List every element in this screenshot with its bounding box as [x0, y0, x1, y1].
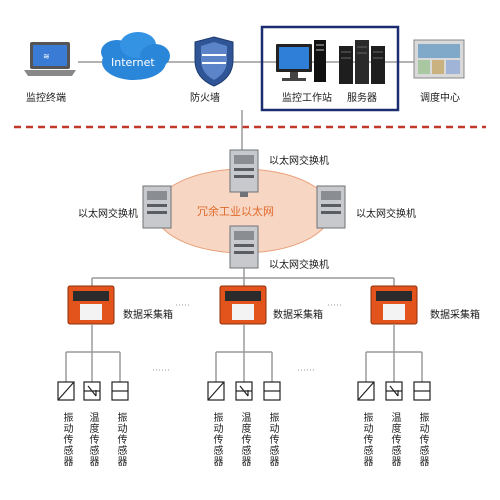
sensor-label-vibration-2b: 振动传感器 [267, 412, 278, 467]
dispatch-label: 调度中心 [420, 91, 460, 104]
collector-label-3: 数据采集箱 [430, 308, 480, 321]
server-label: 服务器 [347, 91, 377, 104]
sensor-icons-2 [207, 381, 281, 401]
sensor-label-vibration-1: 振动传感器 [61, 412, 72, 467]
sensor-group-1 [65, 324, 121, 382]
switch-left-icon [142, 185, 172, 229]
sensor-label-vibration-3: 振动传感器 [361, 412, 372, 467]
sensor-label-temperature-3: 温度传感器 [389, 412, 400, 467]
sensor-label-vibration-3b: 振动传感器 [417, 412, 428, 467]
ring-label: 冗余工业以太网 [197, 204, 274, 218]
firewall-shield-icon [194, 36, 234, 87]
svg-text:≋: ≋ [43, 52, 50, 61]
sensor-label-vibration-1b: 振动传感器 [115, 412, 126, 467]
switch-left-label: 以太网交换机 [78, 207, 138, 220]
collector-box-2 [219, 285, 267, 325]
firewall-label: 防火墙 [190, 91, 220, 104]
switch-top-label: 以太网交换机 [269, 154, 329, 167]
workstation-label: 监控工作站 [282, 91, 332, 104]
collector-label-2: 数据采集箱 [273, 308, 323, 321]
sensor-group-3 [365, 324, 423, 382]
sensor-icons-1 [57, 381, 129, 401]
laptop-icon: ≋ [24, 42, 76, 76]
dispatch-center-icon [413, 39, 465, 79]
server-icon [339, 40, 385, 84]
switch-bottom-icon [229, 225, 259, 269]
collector-box-3 [370, 285, 418, 325]
control-room-box [260, 25, 400, 112]
sensor-label-temperature-2: 温度传感器 [239, 412, 250, 467]
switch-top-icon [229, 149, 259, 197]
collector-label-1: 数据采集箱 [123, 308, 173, 321]
switch-bottom-label: 以太网交换机 [269, 258, 329, 271]
internet-cloud-icon [101, 32, 170, 80]
workstation-icon [276, 40, 326, 82]
sensor-label-vibration-2: 振动传感器 [211, 412, 222, 467]
internet-label: Internet [111, 56, 155, 69]
sensor-icons-3 [357, 381, 431, 401]
sensor-label-temperature-1: 温度传感器 [87, 412, 98, 467]
collector-box-1 [67, 285, 115, 325]
switch-right-icon [316, 185, 346, 229]
sensor-group-2 [215, 324, 273, 382]
terminal-label: 监控终端 [26, 91, 66, 104]
switch-right-label: 以太网交换机 [356, 207, 416, 220]
